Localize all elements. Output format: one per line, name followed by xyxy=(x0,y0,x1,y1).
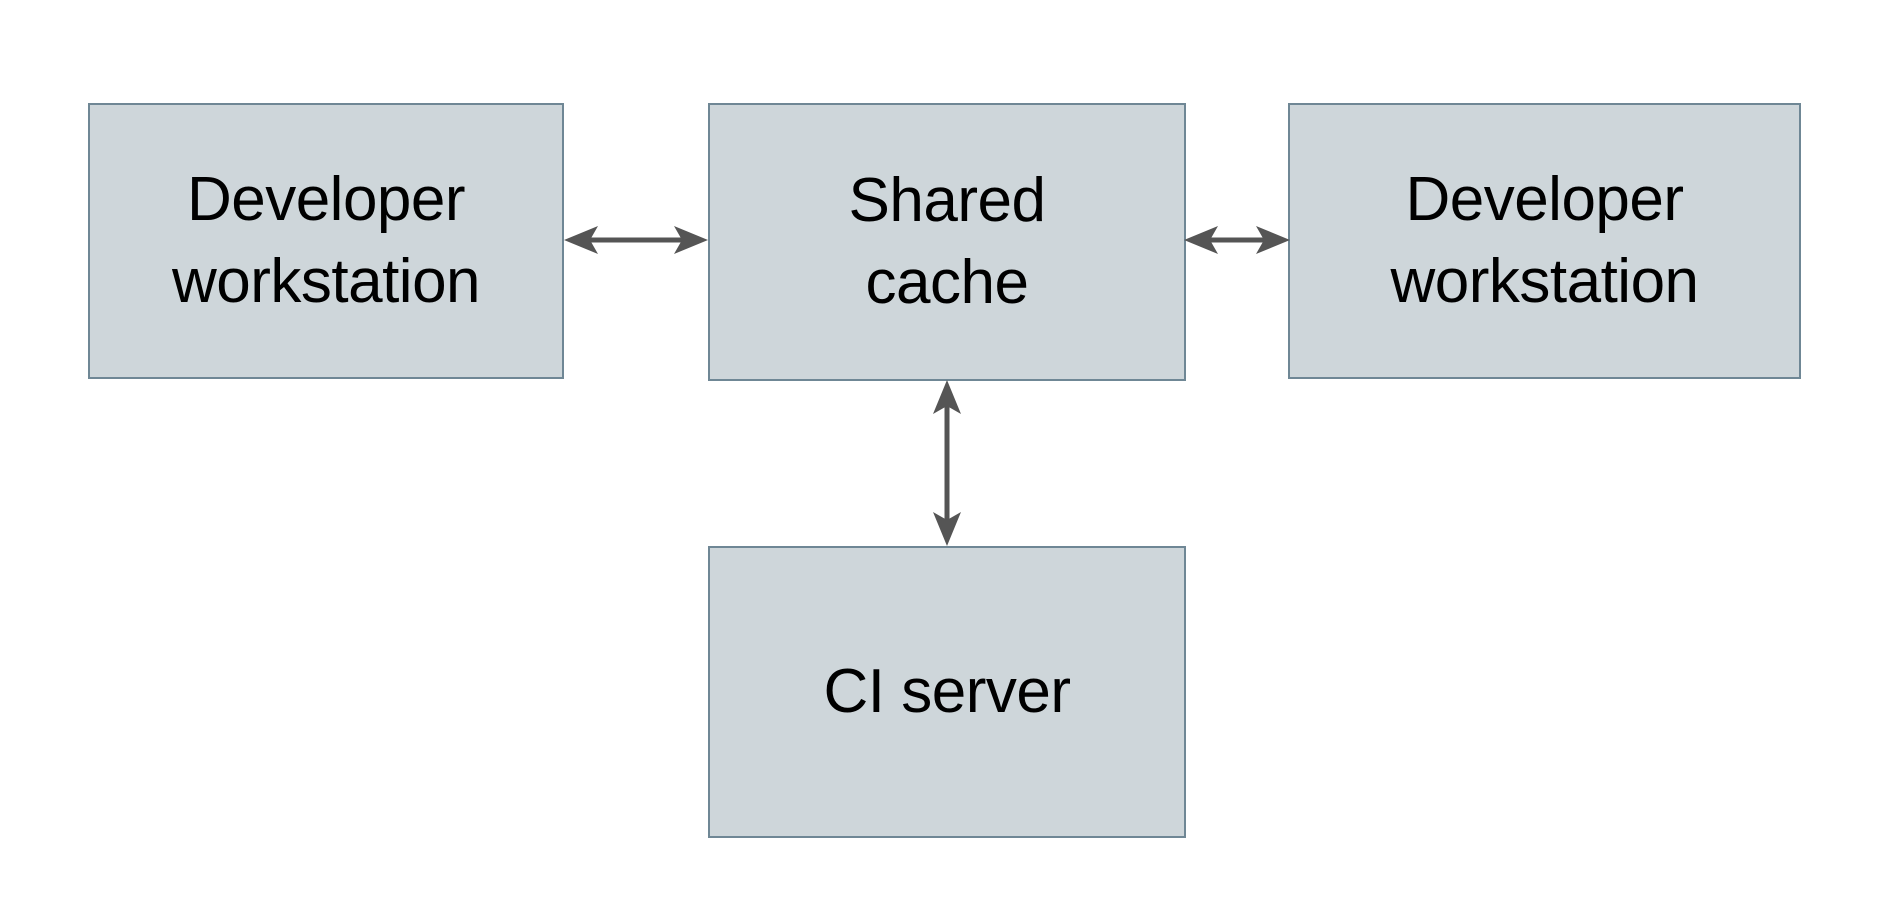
edge-developer-workstation-left-to-shared-cache xyxy=(564,226,708,254)
node-label: CI server xyxy=(823,657,1071,727)
node-developer-workstation-left[interactable]: Developer workstation xyxy=(88,103,564,379)
node-ci-server[interactable]: CI server xyxy=(708,546,1186,838)
edge-shared-cache-to-ci-server xyxy=(933,380,961,546)
edge-shared-cache-to-developer-workstation-right xyxy=(1184,226,1290,254)
node-developer-workstation-right[interactable]: Developer workstation xyxy=(1288,103,1801,379)
node-shared-cache[interactable]: Shared cache xyxy=(708,103,1186,381)
node-label: Developer workstation xyxy=(1390,165,1699,316)
node-label: Shared cache xyxy=(848,166,1046,317)
node-label: Developer workstation xyxy=(171,165,481,316)
